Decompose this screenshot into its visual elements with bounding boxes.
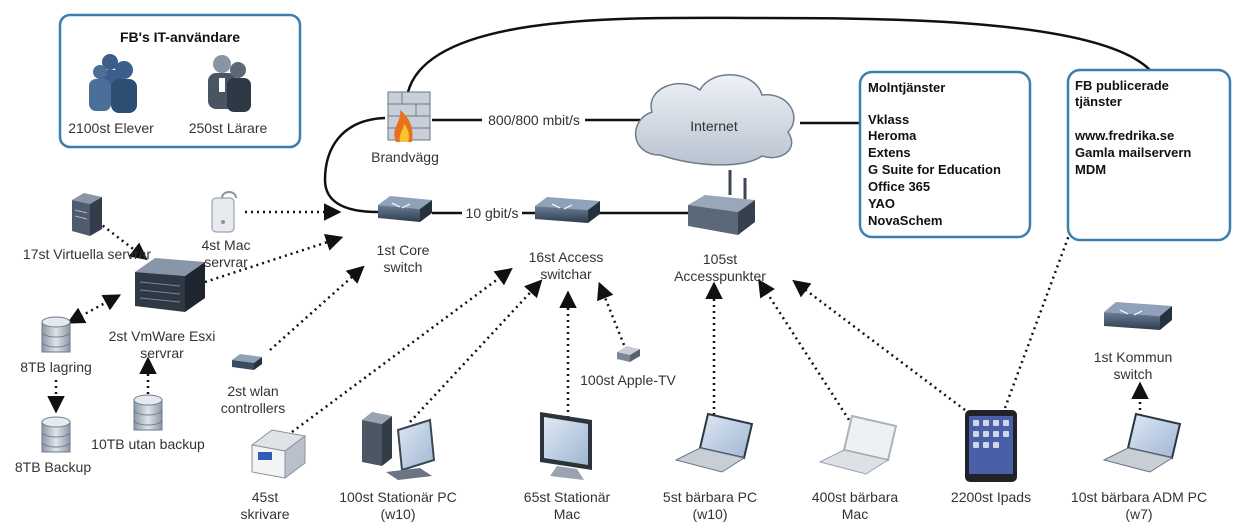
backup-8tb-label: 8TB Backup <box>15 459 91 475</box>
esxi-server-icon <box>135 258 205 312</box>
esxi-servers-label-1: 2st VmWare Esxi <box>109 328 216 344</box>
kommun-switch-icon <box>1104 302 1172 330</box>
cloud-service-item: NovaSchem <box>868 213 942 228</box>
wan-speed-label: 800/800 mbit/s <box>488 112 580 128</box>
desktop-pc-label-1: 100st Stationär PC <box>339 489 457 505</box>
students-icon <box>89 54 137 113</box>
cloud-service-item: Heroma <box>868 128 917 143</box>
firewall-icon <box>387 91 431 142</box>
wlan-controllers-label-1: 2st wlan <box>227 383 278 399</box>
printers-label-2: skrivare <box>240 506 289 522</box>
link-ipad-ap <box>792 279 966 411</box>
printers-label-1: 45st <box>252 489 279 505</box>
desktop-mac-icon <box>540 412 592 480</box>
adm-pc-laptop-icon <box>1102 412 1182 473</box>
laptop-mac-icon <box>818 414 898 475</box>
desktop-pc-label-2: (w10) <box>380 506 415 522</box>
backup-8tb-icon <box>41 416 71 453</box>
cloud-service-item: Vklass <box>868 112 909 127</box>
storage-10tb-label: 10TB utan backup <box>91 436 205 452</box>
mac-servers-label-1: 4st Mac <box>201 237 250 253</box>
dotted-links <box>47 188 1149 441</box>
storage-8tb-label: 8TB lagring <box>20 359 92 375</box>
link-storage-esxi <box>66 294 122 324</box>
access-points-label-2: Accesspunkter <box>674 268 766 284</box>
mac-servers-label-2: servrar <box>204 254 248 270</box>
laptop-pc-label-2: (w10) <box>692 506 727 522</box>
published-item: MDM <box>1075 162 1106 177</box>
internet-cloud-icon <box>635 74 795 166</box>
cloud-service-item: G Suite for Education <box>868 162 1001 177</box>
cloud-services-box: Molntjänster Vklass Heroma Extens G Suit… <box>858 70 1032 239</box>
published-item: www.fredrika.se <box>1074 128 1174 143</box>
cloud-service-item: Extens <box>868 145 911 160</box>
adm-pc-label-2: (w7) <box>1125 506 1152 522</box>
desktop-pc-icon <box>362 412 436 480</box>
cloud-service-item: YAO <box>868 196 895 211</box>
access-switch-icon <box>535 197 600 223</box>
storage-10tb-icon <box>133 394 163 431</box>
kommun-switch-label-1: 1st Kommun <box>1094 349 1173 365</box>
cloud-service-item: Office 365 <box>868 179 930 194</box>
link-virtual-esxi <box>97 221 148 261</box>
core-speed-label: 10 gbit/s <box>466 205 519 221</box>
core-switch-label-1: 1st Core <box>377 242 430 258</box>
firewall-label: Brandvägg <box>371 149 439 165</box>
students-label: 2100st Elever <box>68 120 154 136</box>
laptop-pc-icon <box>674 412 754 473</box>
users-box: FB's IT-användare 2100st Elever 250st Lä… <box>58 13 302 149</box>
storage-8tb-icon <box>41 316 71 353</box>
laptop-mac-label-2: Mac <box>842 506 868 522</box>
users-box-title: FB's IT-användare <box>120 29 240 45</box>
published-services-box: FB publicerade tjänster www.fredrika.se … <box>1066 68 1232 242</box>
core-switch-icon <box>378 196 432 222</box>
published-title-line1: FB publicerade <box>1075 78 1169 93</box>
core-switch-label-2: switch <box>384 259 423 275</box>
esxi-servers-label-2: servrar <box>140 345 184 361</box>
link-firewall-published <box>406 16 1151 93</box>
published-title-line2: tjänster <box>1075 94 1122 109</box>
apple-tv-icon <box>617 346 640 362</box>
ipad-icon <box>965 410 1017 482</box>
link-appletv-access <box>597 281 626 346</box>
access-points-label-1: 105st <box>703 251 737 267</box>
virtual-servers-label: 17st Virtuella servrar <box>23 246 151 262</box>
link-ipad-published <box>1003 188 1089 409</box>
access-point-icon <box>688 170 755 235</box>
link-wlan-core <box>269 265 365 351</box>
teachers-label: 250st Lärare <box>189 120 268 136</box>
mac-server-icon <box>211 191 237 233</box>
link-pc-access <box>409 279 543 423</box>
laptop-pc-label-1: 5st bärbara PC <box>663 489 757 505</box>
apple-tv-label: 100st Apple-TV <box>580 372 676 388</box>
wlan-controllers-label-2: controllers <box>221 400 286 416</box>
link-firewall-core <box>323 116 386 214</box>
adm-pc-label-1: 10st bärbara ADM PC <box>1071 489 1207 505</box>
link-laptopmac-ap <box>758 279 864 441</box>
printer-icon <box>250 429 307 479</box>
cloud-services-title: Molntjänster <box>868 80 945 95</box>
access-switch-label-2: switchar <box>540 266 592 282</box>
kommun-switch-label-2: switch <box>1114 366 1153 382</box>
solid-links <box>323 16 1151 215</box>
virtual-server-icon <box>72 193 102 236</box>
laptop-mac-label-1: 400st bärbara <box>812 489 899 505</box>
teachers-icon <box>208 55 251 112</box>
internet-label: Internet <box>690 118 738 134</box>
access-switch-label-1: 16st Access <box>529 249 604 265</box>
wlan-controller-icon <box>232 354 262 370</box>
published-item: Gamla mailservern <box>1075 145 1191 160</box>
desktop-mac-label-1: 65st Stationär <box>524 489 611 505</box>
ipads-label: 2200st Ipads <box>951 489 1031 505</box>
desktop-mac-label-2: Mac <box>554 506 580 522</box>
